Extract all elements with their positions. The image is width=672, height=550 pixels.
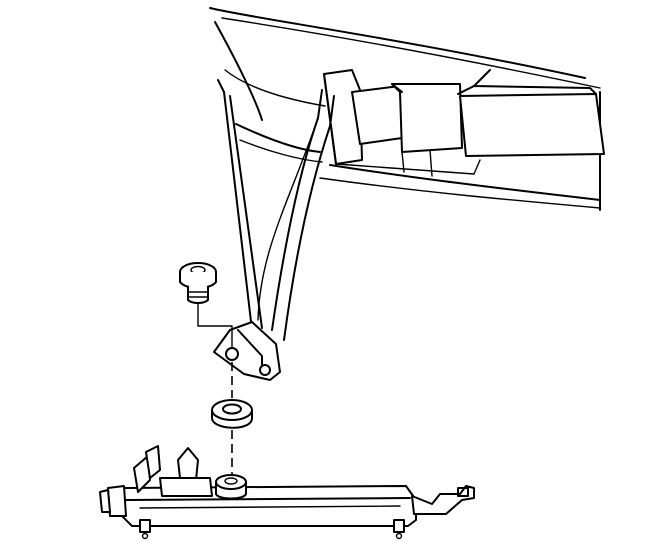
bushing-washer [212, 400, 252, 428]
mounting-bolt [180, 263, 216, 303]
steering-gear-assembly [100, 446, 474, 539]
alignment-lines [198, 304, 232, 482]
crossmember-rail [324, 70, 604, 176]
vehicle-body-panel [210, 8, 600, 210]
support-brace [214, 80, 334, 380]
